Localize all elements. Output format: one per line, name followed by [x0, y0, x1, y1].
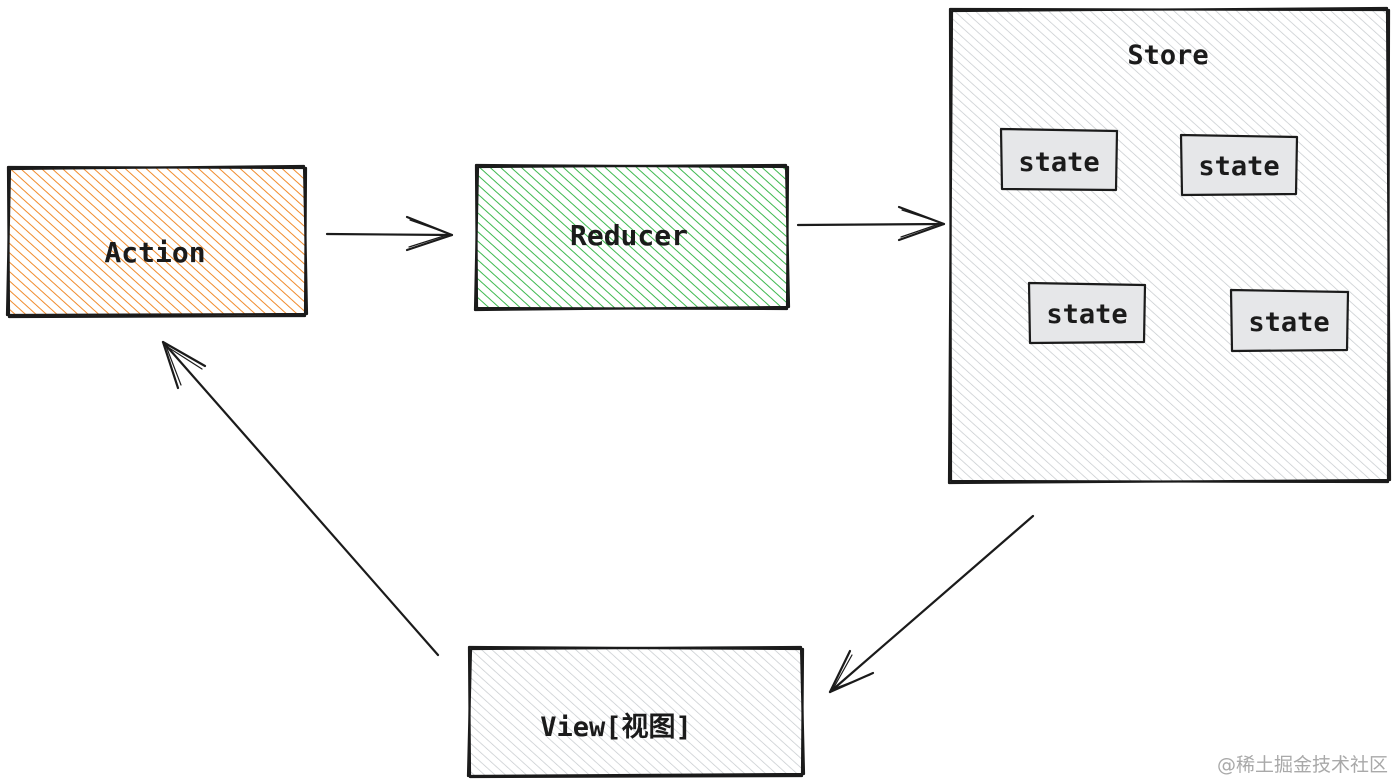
arrow-shaft: [325, 232, 454, 237]
watermark-text: @稀土掘金技术社区: [1217, 754, 1388, 776]
state-box-border: [1027, 281, 1147, 345]
view-fill: [469, 648, 803, 776]
reducer-node: Reducer: [473, 163, 791, 312]
state-box-border: [1179, 133, 1299, 197]
arrow-head: [161, 340, 207, 390]
reducer-fill: [476, 166, 788, 309]
state-label: state: [1018, 147, 1099, 178]
arrow-head-sketch: [165, 345, 203, 386]
arrow-reducer-to-store: [796, 205, 946, 242]
store-fill: [950, 10, 1389, 482]
store-border-sketch: [947, 6, 1392, 485]
action-node: Action: [5, 164, 309, 319]
action-label: Action: [104, 236, 205, 269]
store-node: Store state state state state: [947, 6, 1392, 485]
view-node: View[视图]: [466, 645, 806, 779]
state-box-fill: [1231, 291, 1348, 350]
arrow-shaft: [828, 514, 1035, 694]
reducer-border-sketch: [473, 163, 791, 312]
reducer-label: Reducer: [570, 219, 688, 252]
action-border-sketch: [5, 164, 309, 317]
state-box-border: [1229, 288, 1350, 353]
state-box-fill: [1029, 284, 1145, 342]
state-label: state: [1198, 151, 1279, 182]
state-box: state: [999, 127, 1119, 192]
arrow-head-sketch: [832, 654, 871, 690]
state-box: state: [1179, 133, 1299, 197]
arrow-action-to-reducer: [325, 215, 454, 252]
state-box-fill: [1001, 130, 1117, 190]
arrow-head: [405, 215, 454, 252]
state-box-border: [999, 127, 1119, 192]
state-box: state: [1027, 281, 1147, 345]
store-label: Store: [1127, 40, 1208, 71]
action-fill: [8, 168, 306, 316]
state-box-fill: [1181, 136, 1297, 194]
arrow-head-sketch: [408, 219, 451, 248]
state-label: state: [1046, 299, 1127, 330]
arrow-shaft: [796, 222, 946, 227]
state-label: state: [1248, 307, 1329, 338]
arrow-view-to-action: [161, 340, 440, 657]
arrow-store-to-view: [828, 514, 1035, 694]
view-border-sketch: [466, 645, 806, 778]
arrow-shaft: [161, 340, 440, 657]
arrow-head-sketch: [900, 209, 943, 238]
arrow-head: [897, 205, 946, 242]
view-label: View[视图]: [540, 712, 692, 743]
state-box: state: [1229, 288, 1350, 353]
